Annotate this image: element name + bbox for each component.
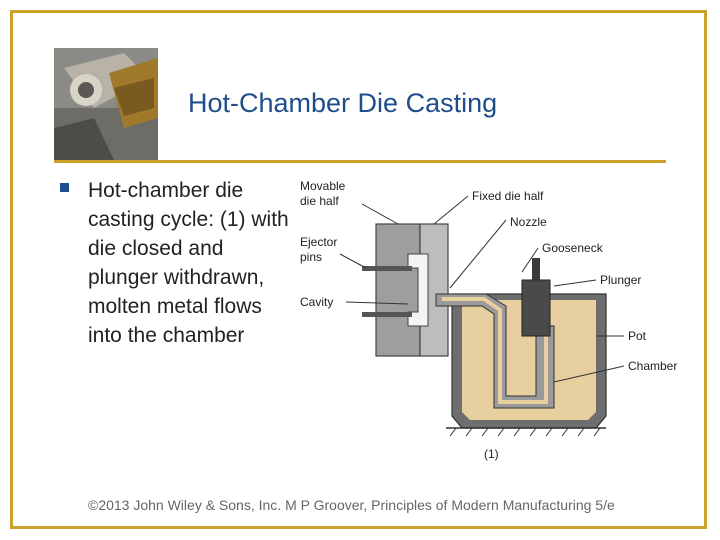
slide-frame xyxy=(10,10,707,529)
bullet-icon xyxy=(60,183,69,192)
header-photo xyxy=(54,48,158,160)
label-chamber: Chamber xyxy=(628,359,677,373)
label-gooseneck: Gooseneck xyxy=(542,241,604,255)
label-movable-die-half-2: die half xyxy=(300,194,339,208)
label-movable-die-half: Movable xyxy=(300,179,346,193)
label-cavity: Cavity xyxy=(300,295,333,309)
label-fixed-die-half: Fixed die half xyxy=(472,189,544,203)
label-ejector-pins-2: pins xyxy=(300,250,322,264)
bullet-text: Hot‑chamber die casting cycle: (1) with … xyxy=(88,179,289,347)
label-ejector-pins: Ejector xyxy=(300,235,337,249)
label-nozzle: Nozzle xyxy=(510,215,547,229)
die-casting-diagram: Movable die half Fixed die half Nozzle E… xyxy=(296,176,696,466)
label-plunger: Plunger xyxy=(600,273,641,287)
label-step: (1) xyxy=(484,447,499,461)
copyright-footer: ©2013 John Wiley & Sons, Inc. M P Groove… xyxy=(88,497,615,513)
label-pot: Pot xyxy=(628,329,647,343)
title-divider xyxy=(54,160,666,163)
page-title: Hot-Chamber Die Casting xyxy=(188,88,498,118)
